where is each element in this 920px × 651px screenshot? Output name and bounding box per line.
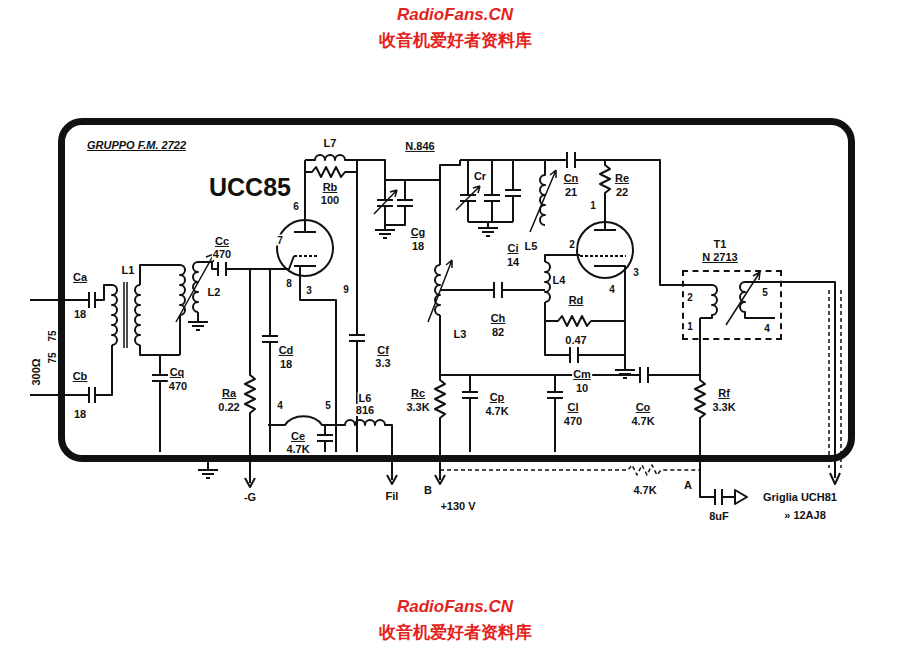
part-label: Ce — [290, 430, 306, 442]
pin-number: 3 — [305, 285, 313, 296]
part-label: Cq — [169, 366, 186, 378]
pin-number: 8 — [285, 278, 293, 289]
part-label: L3 — [453, 328, 468, 340]
part-label: L4 — [552, 274, 567, 286]
watermark-text: RadioFans.CN — [396, 6, 514, 25]
part-label: Cn — [563, 172, 580, 184]
part-label: 0.22 — [217, 401, 240, 413]
pin-number: 5 — [761, 287, 769, 298]
part-label: Griglia UCH81 — [762, 491, 838, 503]
part-label: Rd — [568, 294, 585, 306]
part-label: Cl — [567, 401, 580, 413]
part-label: 18 — [73, 308, 87, 320]
pin-number: 7 — [276, 235, 284, 246]
part-label: 4.7K — [632, 484, 657, 496]
pin-number: 4 — [276, 400, 284, 411]
pin-number: 3 — [632, 267, 640, 278]
part-label: 18 — [279, 358, 293, 370]
part-label: 22 — [615, 186, 629, 198]
part-label: Rf — [717, 387, 731, 399]
part-label: 470 — [168, 380, 188, 392]
part-label: Cg — [410, 226, 427, 238]
part-label: 4.7K — [484, 405, 509, 417]
watermark-text: 收音机爱好者资料库 — [378, 624, 533, 643]
part-label: L5 — [524, 240, 539, 252]
part-label: Co — [635, 401, 652, 413]
part-label: Fil — [385, 490, 400, 502]
part-label: 82 — [491, 326, 505, 338]
part-label: Cr — [473, 170, 487, 182]
part-label: 8uF — [708, 510, 730, 522]
part-label: 470 — [563, 415, 583, 427]
part-label: Cd — [278, 344, 295, 356]
part-label: L7 — [323, 137, 338, 149]
part-label: 0.47 — [564, 334, 587, 346]
part-label: Ra — [221, 387, 237, 399]
pin-number: 5 — [324, 400, 332, 411]
part-label: 10 — [575, 382, 589, 394]
transformer-label: T1 — [682, 238, 758, 251]
pin-number: 1 — [589, 200, 597, 211]
part-label: 470 — [212, 248, 232, 260]
part-label: 14 — [506, 256, 520, 268]
part-label: Cf — [376, 344, 390, 356]
part-label: A — [683, 479, 693, 491]
part-label: +130 V — [439, 500, 476, 512]
part-label: L6 — [358, 392, 373, 404]
part-label: 4.7K — [285, 443, 310, 455]
node-caption: T1N 2713 — [682, 238, 758, 264]
part-label: Cp — [489, 391, 506, 403]
part-label: 300Ω — [30, 357, 42, 386]
part-label: 18 — [411, 240, 425, 252]
watermark-text: 收音机爱好者资料库 — [378, 32, 533, 51]
part-label: Cb — [72, 370, 89, 382]
part-label: 816 — [355, 404, 375, 416]
part-label: 100 — [320, 194, 340, 206]
part-label: Re — [614, 172, 630, 184]
pin-number: 6 — [292, 201, 300, 212]
part-label: 3.3K — [711, 401, 736, 413]
part-label: 3.3 — [374, 357, 391, 369]
part-label: Cm — [572, 368, 592, 380]
part-label: Rb — [322, 181, 339, 193]
part-label: 4.7K — [630, 415, 655, 427]
pin-number: 75 — [47, 351, 58, 364]
part-label: -G — [243, 491, 257, 503]
part-label: L2 — [207, 286, 222, 298]
part-label: Ca — [72, 271, 88, 283]
part-label: L1 — [121, 264, 136, 276]
pin-number: 75 — [47, 329, 58, 342]
part-label: 21 — [564, 186, 578, 198]
pin-number: 2 — [568, 239, 576, 250]
pin-number: 2 — [686, 292, 694, 303]
pin-number: 4 — [608, 284, 616, 295]
watermark-text: RadioFans.CN — [396, 598, 514, 617]
pin-number: 1 — [686, 321, 694, 332]
part-label: Cc — [214, 235, 230, 247]
pin-number: 4 — [763, 323, 771, 334]
part-label: B — [423, 484, 433, 496]
node-caption: GRUPPO F.M. 2722 — [87, 139, 186, 152]
pin-number: 9 — [342, 284, 350, 295]
part-label: Ch — [490, 312, 507, 324]
group-title: GRUPPO F.M. 2722 — [87, 139, 186, 152]
tube-type: UCC85 — [208, 174, 292, 202]
part-label: 3.3K — [405, 401, 430, 413]
part-label: 18 — [73, 408, 87, 420]
part-label: N.846 — [404, 140, 435, 152]
part-label: Ci — [507, 242, 520, 254]
transformer-label: N 2713 — [682, 251, 758, 264]
part-label: Rc — [410, 387, 426, 399]
part-label: » 12AJ8 — [783, 509, 827, 521]
